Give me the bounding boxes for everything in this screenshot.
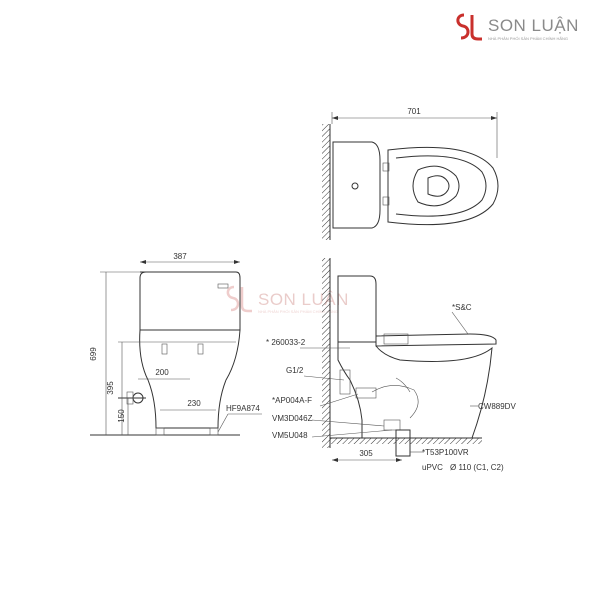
side-seat [375, 333, 497, 347]
front-tank [139, 271, 241, 331]
leader [451, 311, 469, 335]
arrow [234, 260, 240, 264]
foot-right [209, 427, 219, 436]
front-view: 387 699 395 150 200 230 HF9A874 [89, 252, 262, 436]
floor-hatch [330, 438, 482, 444]
dim-699-label: 699 [89, 347, 98, 361]
label-vm5u: VM5U048 [272, 431, 308, 440]
hf9a874-label: HF9A874 [226, 404, 260, 413]
flush-button [351, 182, 359, 190]
side-tank [337, 275, 377, 343]
brand-tagline: NHÀ PHÂN PHỐI SẢN PHẨM CHÍNH HÃNG [488, 36, 569, 41]
leader [311, 429, 393, 438]
side-view: 305 *S&C * 260033-2 G1/2 *AP004A-F VM3D0… [266, 258, 516, 472]
bolt-right [197, 343, 204, 355]
bowl-well [412, 165, 460, 207]
label-pipe: Ø 110 (C1, C2) [450, 463, 504, 472]
dim-701-label: 701 [407, 107, 421, 116]
dim-230-label: 230 [187, 399, 201, 408]
supply-hose [339, 369, 351, 395]
seat-hinge [383, 333, 409, 345]
label-260033: * 260033-2 [266, 338, 306, 347]
hinge [382, 196, 390, 206]
arrow [140, 260, 146, 264]
watermark-tagline: NHÀ PHÂN PHỐI SẢN PHẨM CHÍNH HÃNG [258, 309, 339, 314]
seat-outline [387, 146, 499, 226]
label-sc: *S&C [452, 303, 472, 312]
water-curve [395, 377, 411, 393]
watermark-mark [226, 285, 252, 313]
flush-valve [355, 387, 377, 399]
label-g12: G1/2 [286, 366, 304, 375]
dim-387-label: 387 [173, 252, 187, 261]
arrow [332, 116, 338, 120]
trapway [371, 385, 419, 419]
tank-top-outline [332, 141, 381, 229]
arrow [491, 116, 497, 120]
foot-left [155, 427, 165, 436]
valve-body [126, 391, 134, 405]
arrow [396, 458, 402, 462]
label-t53: *T53P100VR [422, 448, 469, 457]
leader [303, 375, 345, 381]
leader [319, 393, 359, 407]
flush-lever [217, 283, 229, 289]
bowl-drain [427, 175, 450, 197]
leader [217, 413, 229, 433]
dim-305-label: 305 [359, 449, 373, 458]
dim-200-label: 200 [155, 368, 169, 377]
top-view: 701 [322, 107, 499, 240]
brand-logo-mark [456, 13, 482, 41]
label-cw: CW889DV [478, 402, 516, 411]
label-vm3d: VM3D046Z [272, 414, 313, 423]
label-upvc: uPVC [422, 463, 443, 472]
dim-395-label: 395 [106, 381, 115, 395]
label-ap004: *AP004A-F [272, 396, 312, 405]
seat-inner [395, 155, 487, 217]
drain-pipe [395, 429, 411, 457]
dim-150-label: 150 [117, 409, 126, 423]
bolt-left [161, 343, 168, 355]
brand-name: SON LUẬN [488, 16, 579, 35]
leader [311, 419, 385, 427]
side-body [337, 342, 493, 439]
wall-hatch-side [322, 258, 330, 448]
brand-logo: SON LUẬN NHÀ PHÂN PHỐI SẢN PHẨM CHÍNH HÃ… [452, 12, 592, 42]
arrow [332, 458, 338, 462]
wall-hatch-top [322, 124, 330, 240]
hinge [382, 162, 390, 172]
drain-flange [383, 419, 401, 431]
